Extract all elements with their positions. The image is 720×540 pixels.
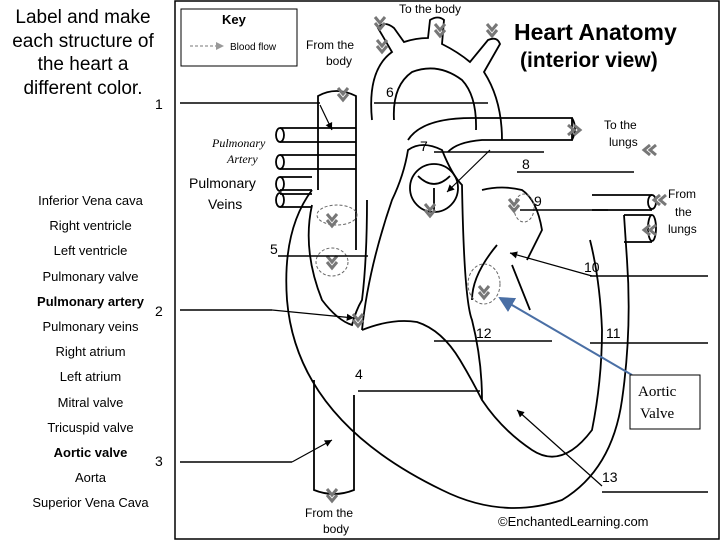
number-3: 3 (155, 453, 163, 469)
number-11: 11 (606, 325, 621, 341)
key-box: Key Blood flow (180, 8, 298, 67)
left-atrium-shape (481, 186, 543, 261)
instructions-title: Label and make each structure of the hea… (12, 7, 154, 99)
number-2: 2 (155, 303, 163, 319)
from-lungs-label-1: From (668, 187, 696, 201)
from-lungs-label-3: lungs (668, 222, 697, 236)
valve-dashes (315, 193, 535, 305)
heart-diagram: Key Blood flow Heart Anatomy (interior v… (155, 0, 720, 540)
inferior-vena-cava-shape (313, 380, 355, 495)
number-8: 8 (522, 156, 530, 172)
word-list-item: Right atrium (55, 344, 126, 360)
credit-text: ©EnchantedLearning.com (498, 514, 649, 529)
septum-shape (361, 144, 603, 458)
word-list-item: Inferior Vena cava (38, 193, 143, 208)
word-list-item: Pulmonary valve (42, 268, 139, 284)
word-list-item: Mitral valve (57, 394, 124, 410)
from-body-bottom-label-2: body (323, 522, 349, 536)
number-labels: 1 2 3 4 5 6 7 8 9 10 11 12 13 (155, 84, 621, 485)
number-6: 6 (386, 84, 394, 100)
number-10: 10 (584, 259, 600, 275)
aortic-valve-label-2: Valve (640, 406, 674, 422)
to-lungs-label-2: lungs (609, 135, 638, 149)
pulmonary-artery-label-1: Pulmonary (211, 136, 266, 150)
label-blanks (180, 102, 708, 493)
number-5: 5 (270, 241, 278, 257)
right-atrium-shape (307, 199, 368, 327)
word-list-item: Right ventricle (49, 218, 132, 234)
number-13: 13 (602, 469, 618, 485)
word-list-item: Aorta (74, 470, 107, 486)
diagram-title-line1: Heart Anatomy (514, 19, 677, 45)
from-body-top-label-1: From the (306, 38, 354, 52)
structure-labels: Pulmonary Artery Pulmonary Veins (189, 136, 266, 212)
diagram-title-line2: (interior view) (520, 49, 658, 72)
from-lungs-label-2: the (675, 205, 692, 219)
aortic-valve-pointer (498, 296, 633, 376)
diagram-frame (174, 0, 720, 540)
from-body-bottom-label-1: From the (305, 506, 353, 520)
to-body-top-label: To the body (399, 2, 461, 16)
aortic-valve-callout: Aortic Valve (629, 374, 701, 430)
aortic-valve-label-1: Aortic (638, 384, 677, 400)
word-list-item: Pulmonary artery (37, 293, 144, 309)
left-panel: Label and make each structure of the hea… (0, 0, 172, 540)
number-1: 1 (155, 96, 163, 112)
word-list-item: Left atrium (59, 369, 122, 385)
key-item: Blood flow (230, 42, 277, 53)
word-list-item: Superior Vena Cava (32, 495, 149, 511)
superior-vena-cava-shape (317, 90, 357, 250)
flow-arrow-icon (216, 42, 224, 50)
pointer-arrows (271, 104, 603, 487)
number-7: 7 (420, 138, 428, 154)
pulmonary-veins-label-2: Veins (208, 196, 242, 212)
number-9: 9 (534, 193, 542, 209)
number-4: 4 (355, 366, 363, 382)
mitral-valve-shape (471, 244, 531, 311)
to-lungs-label-1: To the (604, 118, 637, 132)
from-body-top-label-2: body (326, 54, 352, 68)
word-list-item: Pulmonary veins (42, 318, 139, 334)
word-list-item: Left ventricle (53, 243, 128, 259)
pulmonary-veins-label-1: Pulmonary (189, 175, 256, 191)
pulmonary-artery-label-2: Artery (226, 152, 258, 166)
word-list-item: Tricuspid valve (47, 419, 134, 435)
key-title: Key (222, 12, 247, 27)
word-list-item: Aortic valve (53, 444, 128, 460)
number-12: 12 (476, 325, 492, 341)
flow-labels: To the body From the body To the lungs F… (305, 2, 697, 536)
heart-wall-shape (285, 189, 630, 509)
